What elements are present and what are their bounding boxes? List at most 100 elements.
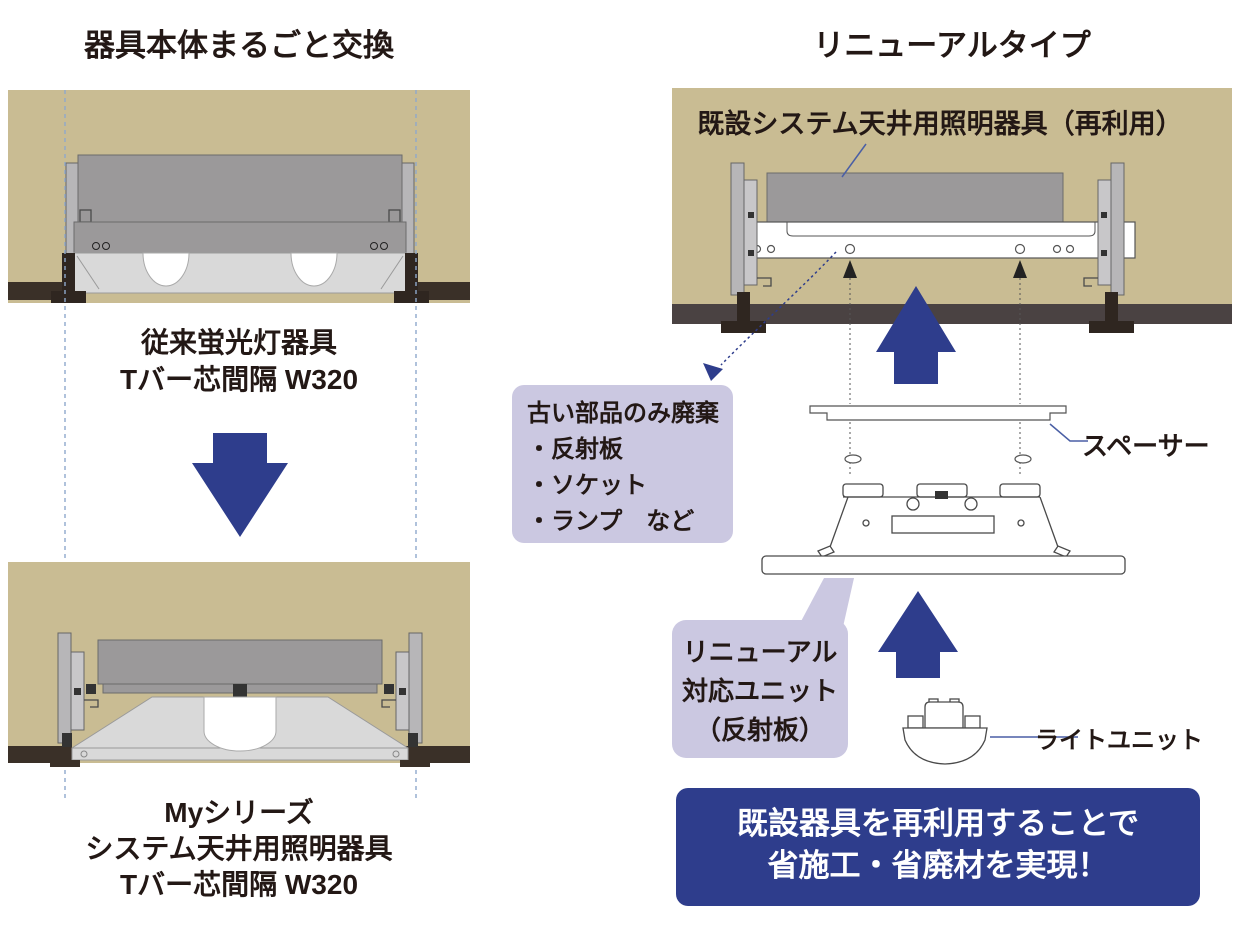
t-bar-foot (1089, 321, 1134, 333)
up-arrow-icon (876, 286, 956, 384)
unit-foot (817, 545, 835, 558)
bracket-screw (1101, 250, 1107, 256)
light-unit-diagram (902, 698, 1078, 765)
bracket-screw (74, 688, 81, 695)
unit-hole (964, 497, 978, 511)
old-fixture-caption-line2: Tバー芯間隔 W320 (119, 364, 359, 395)
t-bar-foot (400, 760, 430, 767)
t-bar-post (737, 292, 750, 324)
spacer-label: スペーサー (1082, 431, 1210, 461)
plate-hole (1052, 244, 1062, 254)
existing-fixture-label: 既設システム天井用照明器具（再利用） (697, 109, 1183, 139)
old-fixture-diagram (8, 90, 470, 303)
bracket-foot (408, 733, 418, 747)
light-unit-lug (964, 715, 981, 729)
renewal-unit-box-line3: （反射板） (694, 715, 825, 745)
base-plate-channel (786, 222, 1096, 237)
spacer-leader-line (1049, 423, 1088, 442)
end-clip (384, 684, 394, 694)
t-bar-foot (50, 760, 80, 767)
plate-hole (1014, 243, 1026, 255)
discard-box-line4: ・ランプ など (527, 508, 695, 535)
callout-tail (798, 578, 854, 627)
fixture-body (73, 221, 407, 254)
fixture-housing (766, 172, 1064, 223)
t-bar-post (62, 253, 75, 295)
unit-hole (906, 497, 920, 511)
unit-tab (842, 483, 884, 498)
unit-tab (999, 483, 1041, 498)
plate-hole (1065, 244, 1075, 254)
spacer-plate (809, 405, 1067, 421)
light-unit-label: ライトユニット (1035, 727, 1203, 754)
bracket-screw (399, 688, 406, 695)
unit-hole-small (862, 519, 870, 527)
fixture-body (97, 639, 383, 685)
reflector (73, 252, 407, 294)
ceiling-panel-edge (8, 746, 72, 763)
t-bar-foot (394, 291, 429, 303)
center-clip (233, 684, 247, 697)
renewal-unit-box: リニューアル 対応ユニット （反射板） (672, 620, 848, 758)
mount-bracket (408, 632, 423, 744)
bracket-hook (1083, 277, 1098, 287)
frame-hole (392, 750, 400, 758)
benefit-banner-line1: 既設器具を再利用することで (736, 806, 1140, 841)
fixture-base-plate (746, 221, 1136, 259)
unit-hole-small (1017, 519, 1025, 527)
bracket-hook (381, 699, 396, 708)
t-bar-foot (721, 321, 766, 333)
alignment-arrow-icon (843, 260, 857, 278)
spacer-pad (1014, 454, 1032, 464)
discard-parts-box: 古い部品のみ廃棄 ・反射板 ・ソケット ・ランプ など (512, 385, 733, 543)
new-fixture-diagram (8, 562, 470, 767)
alignment-arrow-icon (1013, 260, 1027, 278)
ceiling-panel-edge (406, 746, 470, 763)
label-leader-line (841, 143, 867, 178)
spacer-diagram (809, 405, 1088, 464)
discard-box-line3: ・ソケット (527, 472, 647, 499)
old-fixture-caption-line1: 従来蛍光灯器具 (140, 327, 337, 358)
ceiling-panel-edge (672, 304, 1232, 324)
unit-side (1039, 496, 1068, 557)
t-bar-post (1105, 292, 1118, 324)
benefit-banner-line2: 省施工・省廃材を実現！ (767, 848, 1109, 883)
bracket-hook (84, 699, 99, 708)
new-fixture-caption-line3: Tバー芯間隔 W320 (119, 869, 359, 900)
unit-base-plate (761, 555, 1126, 575)
frame-hole (80, 750, 88, 758)
reflector-edge (380, 255, 404, 290)
latch-hole (370, 242, 378, 250)
discard-leader (703, 251, 837, 381)
unit-side (820, 496, 849, 557)
renewal-unit-box-line2: 対応ユニット (681, 676, 838, 706)
t-bar-post (405, 253, 418, 295)
t-bar-foot (51, 291, 86, 303)
lamp (142, 252, 190, 287)
unit-latch (935, 491, 948, 499)
bracket-screw (748, 212, 754, 218)
left-section-title: 器具本体まるごと交換 (84, 28, 394, 63)
latch-hole (102, 242, 110, 250)
new-fixture-caption: Myシリーズ システム天井用照明器具 Tバー芯間隔 W320 (8, 795, 470, 903)
spacer-pad (844, 454, 862, 464)
light-unit-dome (902, 727, 988, 765)
benefit-banner: 既設器具を再利用することで 省施工・省廃材を実現！ (676, 788, 1200, 906)
latch-hole (92, 242, 100, 250)
mount-bracket-inner (743, 179, 758, 286)
discard-box-line1: 古い部品のみ廃棄 (527, 400, 719, 427)
mount-bracket (57, 632, 72, 744)
up-arrow-icon (878, 591, 958, 678)
plate-hole (844, 243, 856, 255)
end-clip (86, 684, 96, 694)
leader-arrow-icon (703, 363, 723, 381)
light-unit-socket (924, 701, 964, 729)
reflector-edge (76, 255, 100, 290)
right-section-title: リニューアルタイプ (813, 28, 1091, 63)
renewal-unit-diagram (761, 483, 1126, 575)
old-fixture-caption: 従来蛍光灯器具 Tバー芯間隔 W320 (8, 324, 470, 398)
discard-box-line2: ・反射板 (527, 436, 623, 463)
down-arrow-icon (192, 433, 288, 537)
